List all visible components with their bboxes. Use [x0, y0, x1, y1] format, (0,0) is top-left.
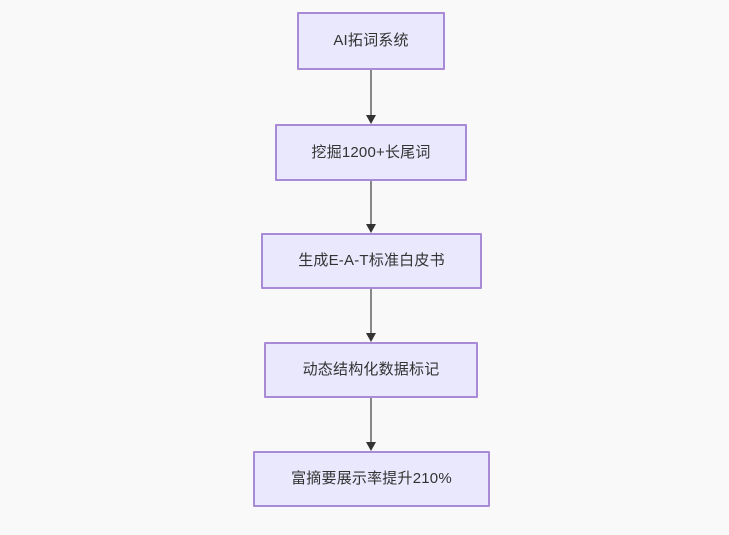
flow-edge-2-3: [366, 181, 376, 233]
flow-edge-4-5-line: [370, 398, 372, 443]
flow-edge-1-2: [366, 70, 376, 124]
flow-node-5[interactable]: 富摘要展示率提升210%: [253, 451, 490, 507]
flow-node-3[interactable]: 生成E-A-T标准白皮书: [261, 233, 482, 289]
flow-edge-1-2-line: [370, 70, 372, 116]
flow-node-3-label: 生成E-A-T标准白皮书: [298, 252, 445, 269]
flow-edge-3-4-line: [370, 289, 372, 334]
flow-edge-3-4: [366, 289, 376, 342]
flow-node-4[interactable]: 动态结构化数据标记: [264, 342, 478, 398]
flow-node-4-label: 动态结构化数据标记: [302, 361, 440, 378]
flow-node-1[interactable]: AI拓词系统: [297, 12, 445, 70]
flow-edge-2-3-arrowhead: [366, 224, 376, 233]
flow-edge-4-5: [366, 398, 376, 451]
flow-node-2[interactable]: 挖掘1200+长尾词: [275, 124, 467, 181]
flow-edge-2-3-line: [370, 181, 372, 225]
flow-edge-3-4-arrowhead: [366, 333, 376, 342]
flow-edge-1-2-arrowhead: [366, 115, 376, 124]
flow-edge-4-5-arrowhead: [366, 442, 376, 451]
flow-node-5-label: 富摘要展示率提升210%: [291, 470, 452, 487]
flow-node-1-label: AI拓词系统: [333, 32, 409, 49]
flow-node-2-label: 挖掘1200+长尾词: [311, 143, 431, 161]
